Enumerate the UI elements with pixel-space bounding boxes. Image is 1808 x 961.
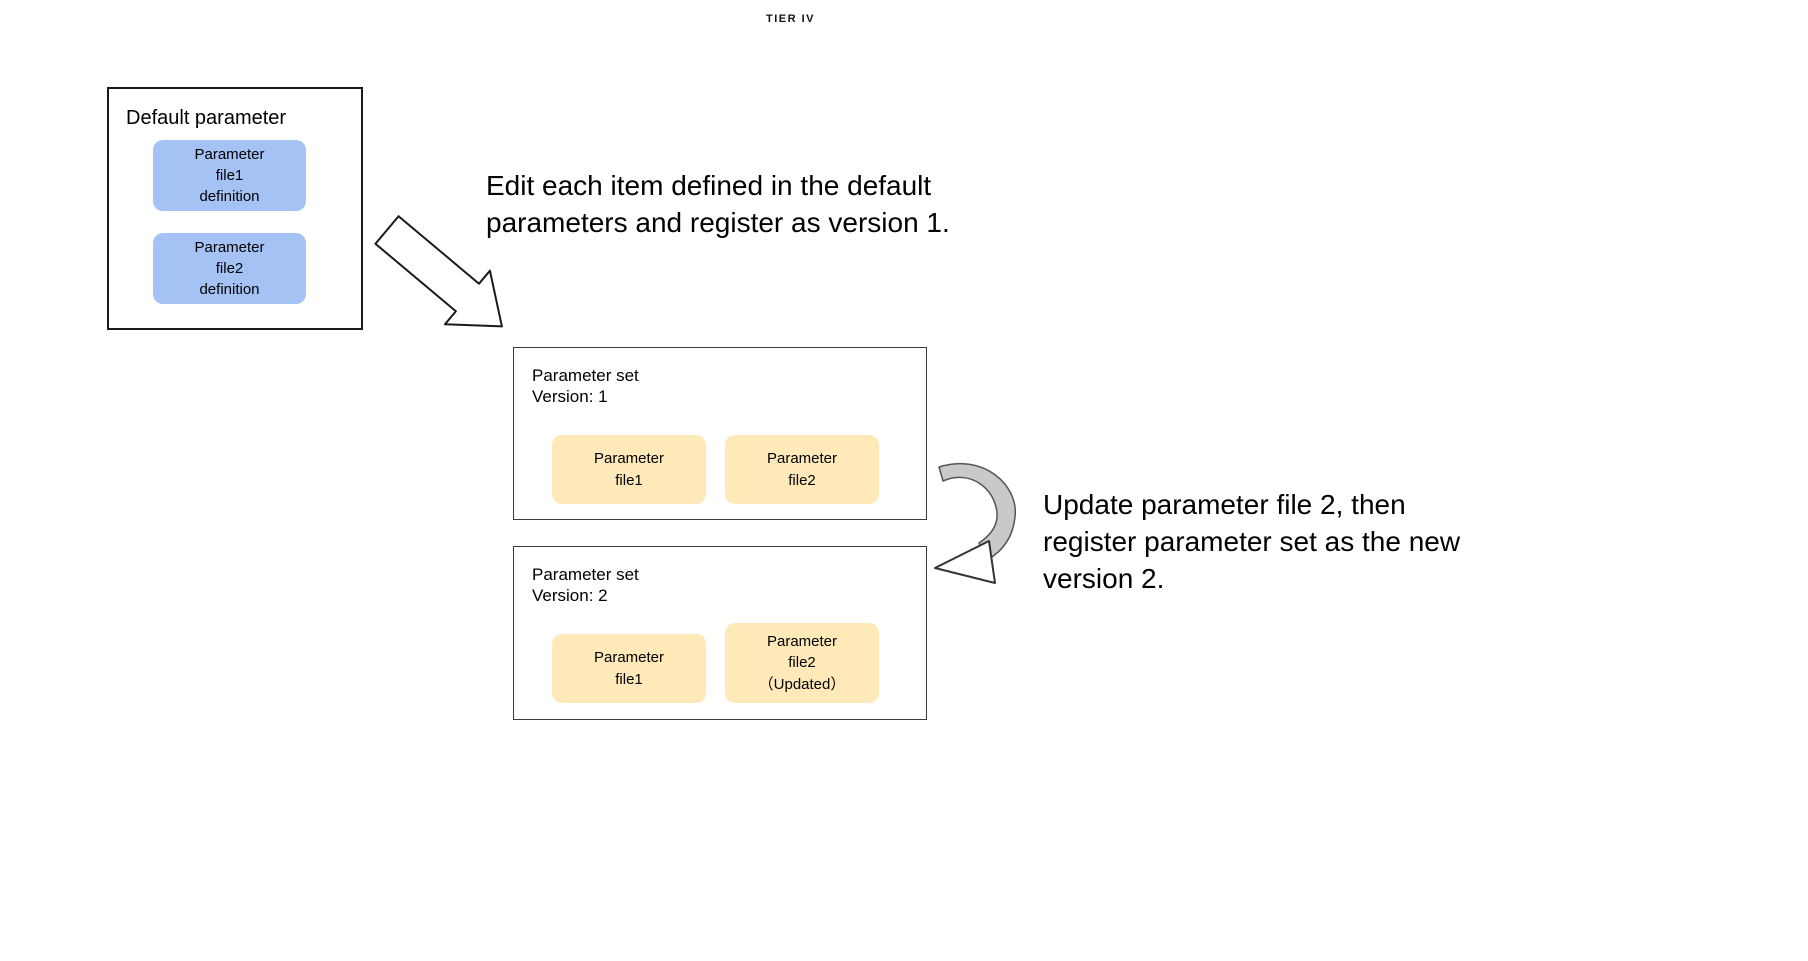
default-parameter-box: Default parameter Parameter file1 defini… <box>107 87 363 330</box>
v2-parameter-file1-pill: Parameter file1 <box>552 634 706 703</box>
parameter-set-v1-box: Parameter set Version: 1 Parameter file1… <box>513 347 927 520</box>
step1-annotation: Edit each item defined in the default pa… <box>486 170 950 238</box>
v2-box-header: Parameter set Version: 2 <box>532 564 639 606</box>
block-arrow-icon <box>374 215 503 328</box>
step2-annotation: Update parameter file 2, then register p… <box>1043 489 1461 594</box>
parameter-file2-definition-pill: Parameter file2 definition <box>153 233 306 304</box>
v1-parameter-file1-pill: Parameter file1 <box>552 435 706 504</box>
curved-arrow-icon <box>934 462 1016 584</box>
default-parameter-title: Default parameter <box>126 107 287 129</box>
parameter-file1-definition-pill: Parameter file1 definition <box>153 140 306 211</box>
v2-title: Parameter set <box>532 565 639 584</box>
v1-box-header: Parameter set Version: 1 <box>532 365 639 407</box>
v1-title: Parameter set <box>532 366 639 385</box>
v1-parameter-file2-pill: Parameter file2 <box>725 435 879 504</box>
v1-version-label: Version: 1 <box>532 387 608 406</box>
v2-parameter-file2-updated-pill: Parameter file2 （Updated） <box>725 623 879 703</box>
parameter-set-v2-box: Parameter set Version: 2 Parameter file1… <box>513 546 927 720</box>
v2-version-label: Version: 2 <box>532 586 608 605</box>
tier-iv-logo: TIER IV <box>766 13 816 25</box>
